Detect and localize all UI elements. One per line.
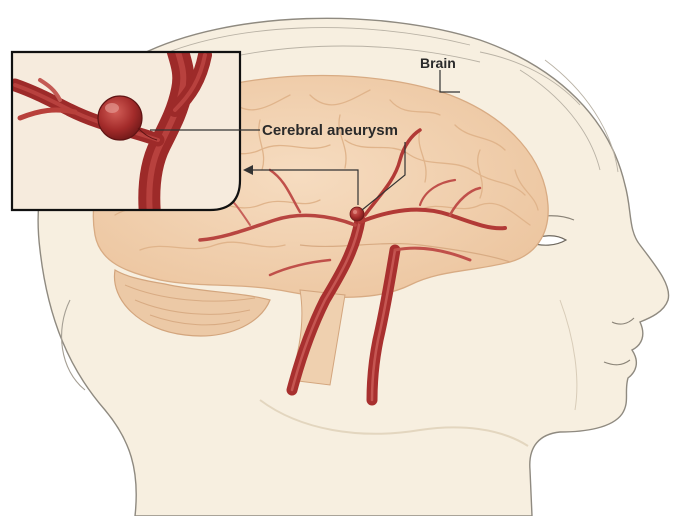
aneurysm-in-brain <box>350 207 364 221</box>
aneurysm-sac-large <box>98 96 142 140</box>
aneurysm-sac-small <box>350 207 364 221</box>
brain-label: Brain <box>420 55 456 71</box>
cerebral-aneurysm-label: Cerebral aneurysm <box>262 122 398 139</box>
